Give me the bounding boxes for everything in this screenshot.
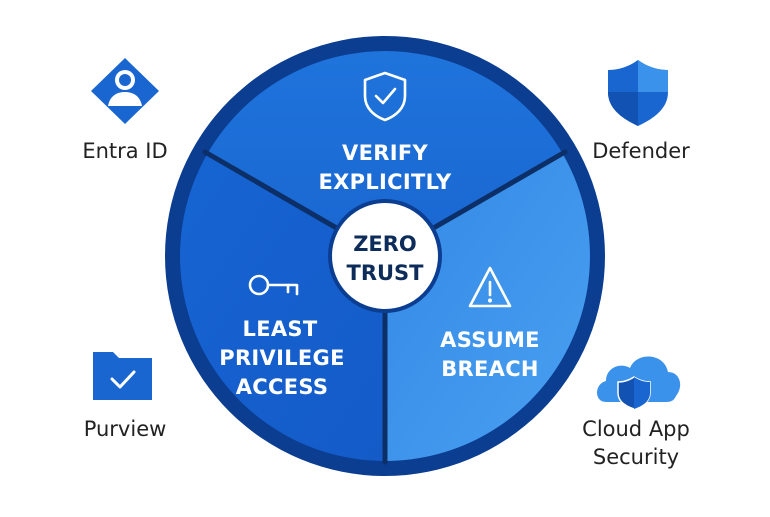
assume-breach-line2: BREACH <box>441 357 539 381</box>
warning-triangle-icon <box>468 266 512 308</box>
purview-folder-icon <box>93 352 152 400</box>
segment-least-privilege <box>180 153 385 461</box>
verify-label-line1: VERIFY <box>342 141 428 165</box>
verify-label-line2: EXPLICITLY <box>319 170 452 194</box>
center-title-line2: TRUST <box>347 261 425 285</box>
shield-check-icon <box>363 71 407 122</box>
cloud-app-label-line2: Security <box>592 445 680 469</box>
defender-label: Defender <box>592 139 690 163</box>
least-privilege-line3: ACCESS <box>236 375 329 399</box>
purview-label: Purview <box>83 417 167 441</box>
key-icon <box>248 274 299 296</box>
least-privilege-line2: PRIVILEGE <box>219 346 344 370</box>
entra-id-label: Entra ID <box>82 139 168 163</box>
least-privilege-line1: LEAST <box>243 317 318 341</box>
center-title-line1: ZERO <box>353 232 417 256</box>
segment-verify-explicitly <box>207 51 563 256</box>
entra-id-icon <box>91 58 159 124</box>
defender-shield-icon <box>608 60 668 126</box>
center-circle <box>328 199 442 313</box>
cloud-app-label-line1: Cloud App <box>582 417 690 441</box>
cloud-shield-icon <box>597 356 681 410</box>
assume-breach-line1: ASSUME <box>440 328 540 352</box>
